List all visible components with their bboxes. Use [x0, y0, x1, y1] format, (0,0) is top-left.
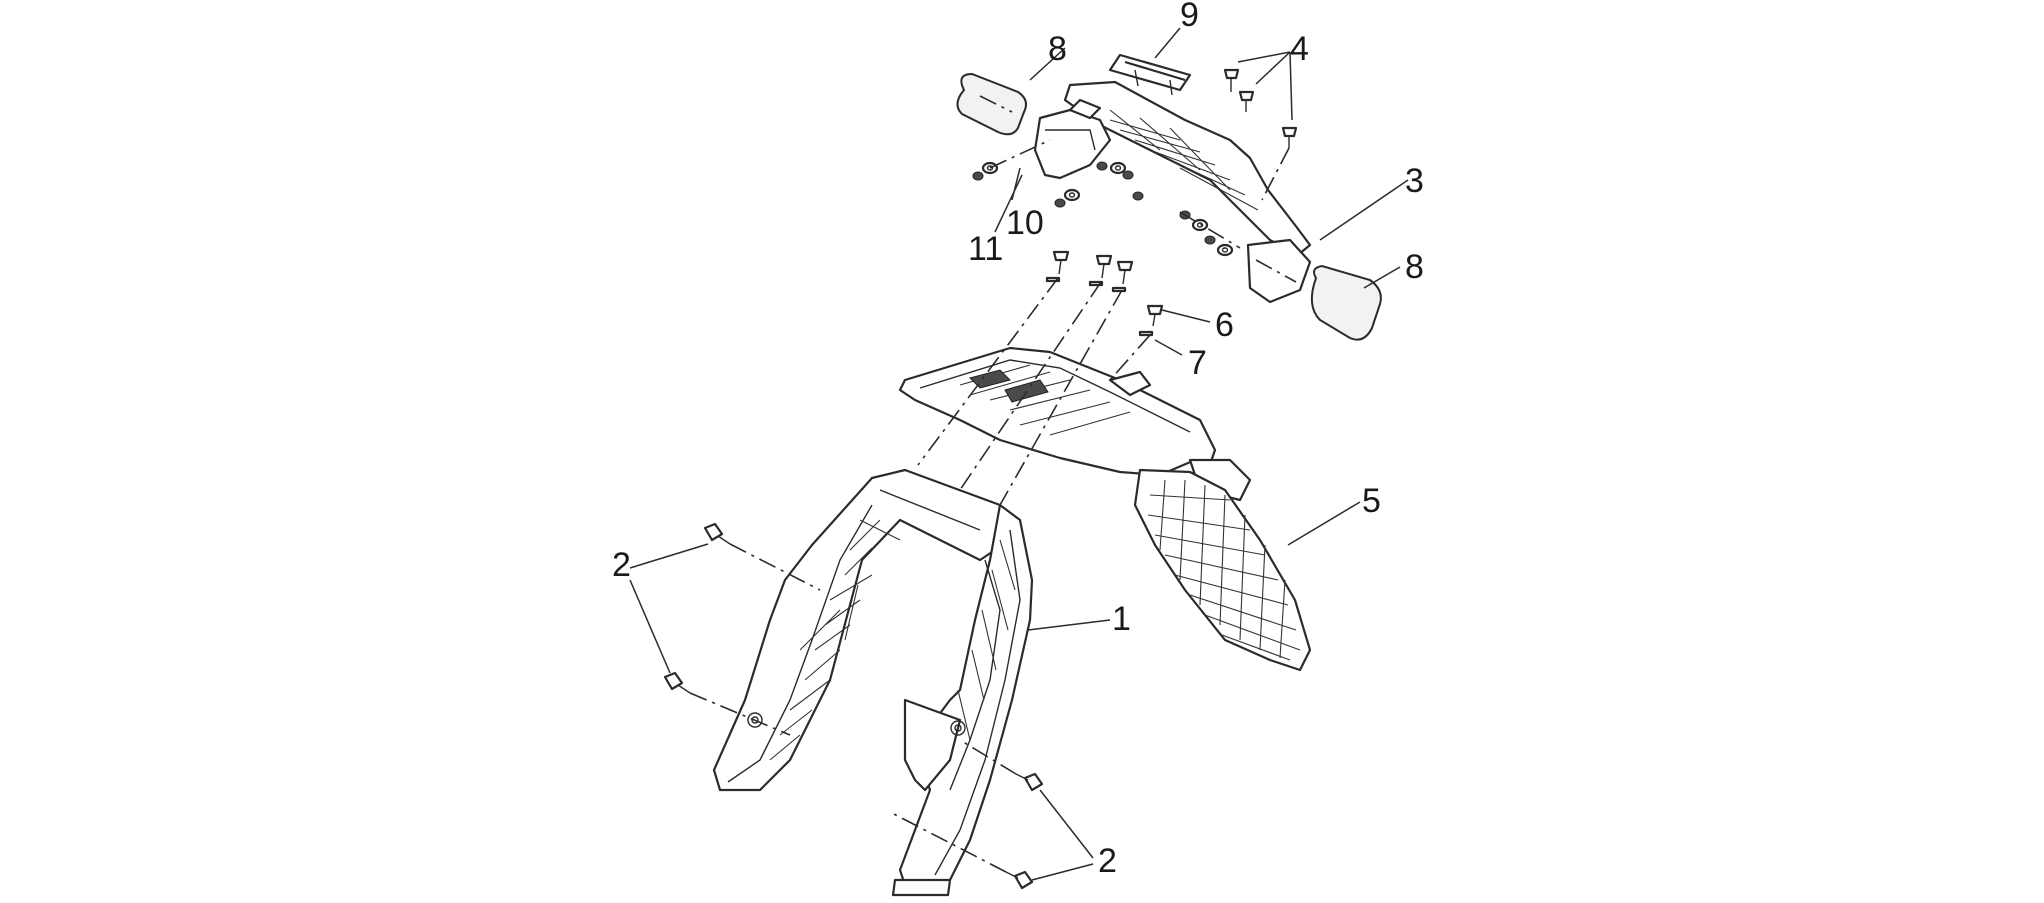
part-7-spacers	[1045, 276, 1154, 337]
part-6-screws	[1052, 250, 1164, 327]
callout-3: 3	[1405, 162, 1424, 200]
part-1-front-fender	[712, 468, 1034, 897]
callouts: 8 9 4 3 8 10 11 6 7 5 1 2 2	[612, 0, 1424, 880]
callout-11: 11	[968, 230, 1003, 268]
callout-6: 6	[1215, 306, 1234, 344]
callout-2-right: 2	[1098, 842, 1117, 880]
part-2-screws	[663, 522, 1044, 890]
callout-5: 5	[1362, 482, 1381, 520]
part-9-plate-light	[1108, 53, 1192, 96]
callout-4: 4	[1290, 30, 1309, 68]
callout-8-right: 8	[1405, 248, 1424, 286]
part-4-screws	[1223, 68, 1298, 148]
callout-8-left: 8	[1048, 30, 1067, 68]
callout-1: 1	[1112, 600, 1131, 638]
part-3-bracket	[1033, 80, 1312, 257]
leader-lines	[629, 27, 1409, 881]
callout-10: 10	[1006, 204, 1044, 242]
assembly-axes	[689, 139, 1290, 873]
callout-2-left: 2	[612, 546, 631, 584]
part-8-indicator-right	[1246, 238, 1382, 341]
callout-7: 7	[1188, 344, 1207, 382]
callout-9: 9	[1180, 0, 1199, 34]
part-8-indicator-left	[956, 72, 1027, 136]
